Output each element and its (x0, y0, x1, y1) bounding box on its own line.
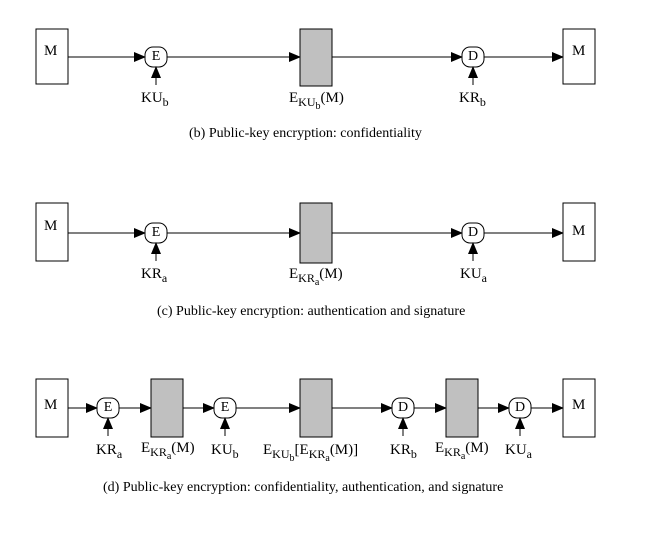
signed-ciphertext-label: EKRa(M) (435, 440, 489, 462)
message-label: M (572, 397, 586, 413)
ciphertext-label: EKUb(M) (289, 90, 344, 112)
message-label: M (572, 43, 586, 59)
message-box (35, 28, 69, 85)
private-key-a-label: KRa (141, 266, 168, 285)
public-key-b-label: KUb (141, 90, 169, 109)
message-box (35, 378, 69, 438)
ciphertext-box (445, 378, 479, 438)
private-key-b-label: KRb (459, 90, 486, 109)
encrypt-label: E (103, 400, 113, 415)
message-box (35, 202, 69, 262)
decrypt-label: D (514, 400, 526, 415)
public-key-b-label: KUb (211, 442, 239, 461)
encrypt-label: E (151, 225, 161, 240)
message-label: M (44, 218, 58, 234)
panel-b (35, 28, 596, 87)
decrypt-label: D (467, 49, 479, 64)
ciphertext-box (299, 202, 333, 264)
caption-d: (d) Public-key encryption: confidentiali… (103, 480, 504, 495)
ciphertext-box (299, 28, 333, 87)
private-key-a-label: KRa (96, 442, 123, 461)
message-box (562, 378, 596, 438)
caption-b: (b) Public-key encryption: confidentiali… (189, 126, 422, 141)
message-box (562, 202, 596, 262)
public-key-a-label: KUa (505, 442, 532, 461)
panel-d (35, 378, 596, 438)
ciphertext-box (150, 378, 184, 438)
caption-c: (c) Public-key encryption: authenticatio… (157, 304, 466, 319)
message-label: M (572, 223, 586, 239)
encrypt-label: E (220, 400, 230, 415)
ciphertext-label: EKRa(M) (289, 266, 343, 288)
ciphertext-box (299, 378, 333, 438)
private-key-b-label: KRb (390, 442, 417, 461)
message-label: M (44, 397, 58, 413)
encrypt-label: E (151, 49, 161, 64)
decrypt-label: D (467, 225, 479, 240)
panel-c (35, 202, 596, 264)
signed-ciphertext-label: EKRa(M) (141, 440, 195, 462)
message-label: M (44, 43, 58, 59)
decrypt-label: D (397, 400, 409, 415)
message-box (562, 28, 596, 85)
double-ciphertext-label: EKUb[EKRa(M)] (263, 442, 359, 464)
public-key-a-label: KUa (460, 266, 487, 285)
